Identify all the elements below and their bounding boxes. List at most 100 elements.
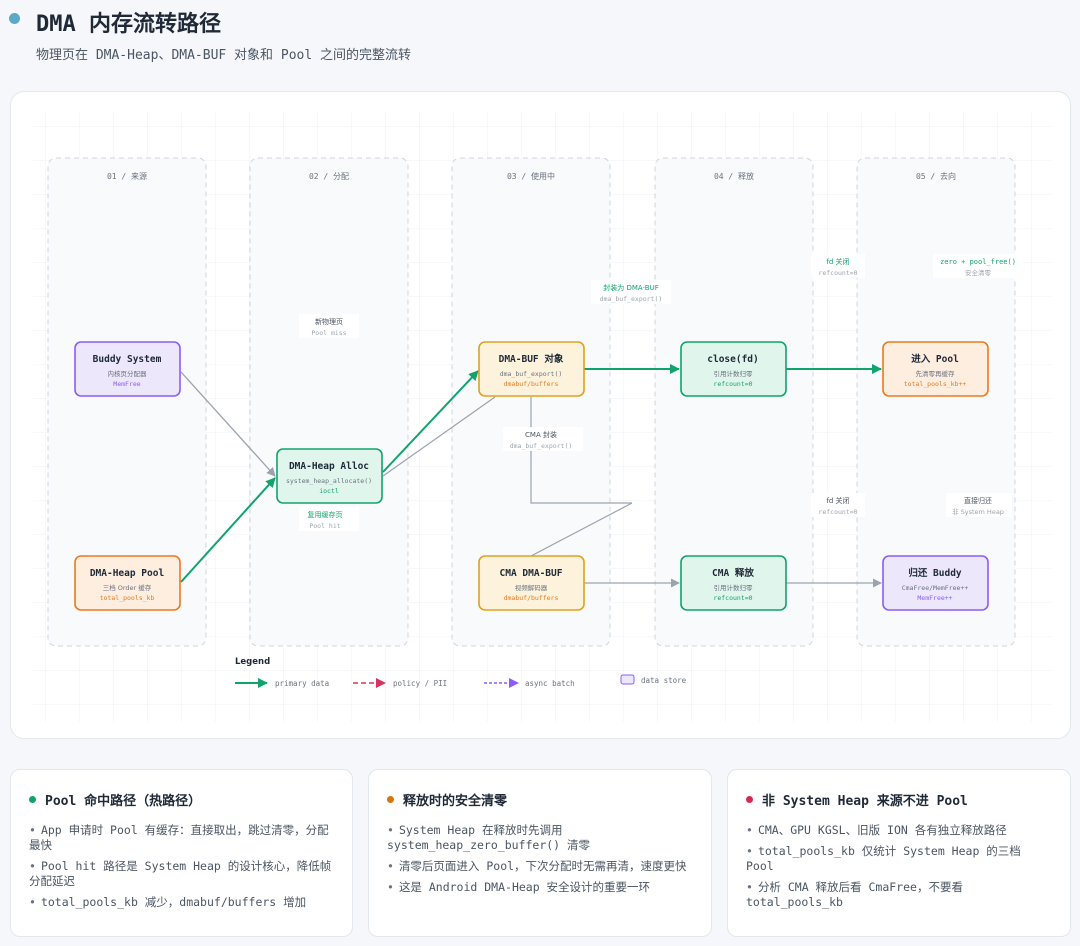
svg-text:Pool miss: Pool miss: [311, 329, 346, 337]
svg-text:视频解码器: 视频解码器: [515, 583, 548, 592]
page-subtitle: 物理页在 DMA-Heap、DMA-BUF 对象和 Pool 之间的完整流转: [36, 48, 412, 63]
column-05: 05 / 去向: [856, 157, 1016, 647]
column-label-02: 02 / 分配: [309, 172, 349, 181]
svg-text:refcount=0: refcount=0: [713, 594, 752, 602]
svg-text:CmaFree/MemFree++: CmaFree/MemFree++: [902, 584, 969, 592]
edge-label-new-page: 新物理页 Pool miss: [299, 314, 359, 338]
svg-text:归还 Buddy: 归还 Buddy: [908, 567, 962, 579]
svg-text:zero + pool_free(): zero + pool_free(): [940, 258, 1016, 266]
card-secure-zeroing: 释放时的安全清零 •System Heap 在释放时先调用 system_hea…: [368, 769, 712, 937]
svg-text:CMA 释放: CMA 释放: [712, 567, 754, 579]
svg-text:refcount=0: refcount=0: [818, 269, 857, 277]
legend-title: Legend: [235, 657, 270, 667]
svg-text:先清零再缓存: 先清零再缓存: [916, 369, 956, 378]
edge-alloc-to-dmabuf: [382, 370, 479, 473]
node-return-buddy: 归还 Buddy CmaFree/MemFree++ MemFree++: [882, 555, 989, 611]
svg-text:内核页分配器: 内核页分配器: [108, 369, 148, 378]
list-item: •App 申请时 Pool 有缓存：直接取出，跳过清零，分配最快: [29, 823, 329, 852]
list-item: •total_pools_kb 仅统计 System Heap 的三档 Pool: [746, 844, 1021, 873]
node-cma-release: CMA 释放 引用计数归零 refcount=0: [680, 555, 787, 611]
card-list: •CMA、GPU KGSL、旧版 ION 各有独立释放路径 •total_poo…: [746, 823, 1054, 910]
svg-text:MemFree++: MemFree++: [917, 594, 952, 602]
svg-text:安全清零: 安全清零: [965, 268, 992, 277]
svg-text:CMA DMA-BUF: CMA DMA-BUF: [500, 568, 563, 579]
svg-text:DMA-BUF 对象: DMA-BUF 对象: [499, 353, 564, 365]
svg-text:total_pools_kb++: total_pools_kb++: [904, 380, 967, 388]
card-pool-hit: Pool 命中路径（热路径） •App 申请时 Pool 有缓存：直接取出，跳过…: [10, 769, 353, 937]
node-close-fd: close(fd) 引用计数归零 refcount=0: [680, 341, 787, 397]
card-non-system-heap: 非 System Heap 来源不进 Pool •CMA、GPU KGSL、旧版…: [727, 769, 1071, 937]
edge-label-wrap: 封装为 DMA-BUF dma_buf_export(): [591, 280, 671, 304]
legend-policy-label: policy / PII: [393, 679, 447, 688]
legend-primary-label: primary data: [275, 679, 329, 688]
svg-text:Buddy System: Buddy System: [93, 354, 162, 365]
svg-text:封装为 DMA-BUF: 封装为 DMA-BUF: [603, 283, 659, 292]
svg-text:复用缓存页: 复用缓存页: [308, 510, 343, 519]
edge-label-direct-return: 直接归还 非 System Heap: [946, 493, 1012, 517]
legend-store-swatch: [620, 674, 635, 685]
diagram-panel: 01 / 来源 02 / 分配 03 / 使用中 04 / 释放 05 / 去向…: [10, 91, 1071, 739]
svg-text:DMA-Heap Alloc: DMA-Heap Alloc: [289, 461, 369, 472]
svg-text:total_pools_kb: total_pools_kb: [100, 594, 155, 602]
flow-diagram: 01 / 来源 02 / 分配 03 / 使用中 04 / 释放 05 / 去向…: [31, 112, 1052, 722]
svg-text:ioctl: ioctl: [319, 487, 339, 495]
svg-text:DMA-Heap Pool: DMA-Heap Pool: [90, 568, 165, 579]
edge-label-cma-wrap: CMA 封装 dma_buf_export(): [503, 427, 583, 451]
column-label-05: 05 / 去向: [916, 171, 956, 181]
column-02: 02 / 分配: [249, 157, 409, 647]
svg-text:进入 Pool: 进入 Pool: [911, 353, 959, 365]
column-04: 04 / 释放: [654, 157, 814, 647]
column-01: 01 / 来源: [47, 157, 207, 647]
header-dot: [9, 13, 20, 24]
svg-text:refcount=0: refcount=0: [818, 508, 857, 516]
list-item: •total_pools_kb 减少，dmabuf/buffers 增加: [29, 895, 307, 909]
svg-text:fd 关闭: fd 关闭: [826, 496, 849, 505]
list-item: •清零后页面进入 Pool，下次分配时无需再清，速度更快: [387, 859, 687, 873]
card-dot-orange: [387, 796, 394, 803]
svg-text:dma_buf_export(): dma_buf_export(): [600, 295, 663, 303]
column-label-03: 03 / 使用中: [507, 171, 555, 181]
svg-text:refcount=0: refcount=0: [713, 380, 752, 388]
legend-store-label: data store: [641, 676, 687, 685]
svg-text:close(fd): close(fd): [707, 354, 758, 365]
page-title: DMA 内存流转路径: [36, 12, 221, 37]
svg-text:Pool hit: Pool hit: [309, 522, 340, 530]
legend-async-label: async batch: [525, 679, 575, 688]
list-item: •这是 Android DMA-Heap 安全设计的重要一环: [387, 880, 651, 894]
card-title: Pool 命中路径（热路径）: [45, 794, 202, 809]
svg-text:非 System Heap: 非 System Heap: [952, 507, 1004, 516]
card-dot-red: [746, 796, 753, 803]
svg-text:新物理页: 新物理页: [315, 317, 343, 326]
edge-dmabuf-return-line: [382, 396, 496, 477]
svg-text:MemFree: MemFree: [113, 380, 140, 388]
svg-text:dmabuf/buffers: dmabuf/buffers: [504, 380, 559, 388]
svg-text:直接归还: 直接归还: [964, 496, 992, 505]
edge-cma-link: [530, 502, 633, 557]
list-item: •System Heap 在释放时先调用 system_heap_zero_bu…: [387, 823, 591, 852]
svg-text:dma_buf_export(): dma_buf_export(): [510, 442, 573, 450]
svg-text:CMA 封装: CMA 封装: [525, 430, 557, 439]
node-enter-pool: 进入 Pool 先清零再缓存 total_pools_kb++: [882, 341, 989, 397]
list-item: •CMA、GPU KGSL、旧版 ION 各有独立释放路径: [746, 823, 1007, 837]
edge-buddy-to-alloc: [180, 371, 276, 477]
edge-label-fd-close-bottom: fd 关闭 refcount=0: [811, 493, 865, 517]
svg-text:dma_buf_export(): dma_buf_export(): [500, 370, 563, 378]
column-label-04: 04 / 释放: [714, 171, 754, 181]
svg-text:system_heap_allocate(): system_heap_allocate(): [286, 477, 372, 485]
node-buddy-system: Buddy System 内核页分配器 MemFree: [74, 341, 181, 397]
legend: Legend primary data policy / PII async b…: [235, 657, 687, 688]
svg-text:引用计数归零: 引用计数归零: [714, 583, 754, 592]
svg-text:三档 Order 缓存: 三档 Order 缓存: [103, 583, 152, 592]
list-item: •Pool hit 路径是 System Heap 的设计核心，降低帧分配延迟: [29, 859, 332, 888]
node-dma-heap-pool: DMA-Heap Pool 三档 Order 缓存 total_pools_kb: [74, 555, 181, 611]
card-title: 非 System Heap 来源不进 Pool: [762, 794, 968, 809]
list-item: •分析 CMA 释放后看 CmaFree，不要看 total_pools_kb: [746, 880, 963, 909]
edge-label-reuse: 复用缓存页 Pool hit: [299, 507, 359, 531]
edge-label-fd-close-top: fd 关闭 refcount=0: [811, 254, 865, 278]
card-list: •App 申请时 Pool 有缓存：直接取出，跳过清零，分配最快 •Pool h…: [29, 823, 336, 910]
node-dma-buf: DMA-BUF 对象 dma_buf_export() dmabuf/buffe…: [478, 341, 585, 397]
card-list: •System Heap 在释放时先调用 system_heap_zero_bu…: [387, 823, 695, 895]
svg-text:dmabuf/buffers: dmabuf/buffers: [504, 594, 559, 602]
edge-label-zero-free: zero + pool_free() 安全清零: [933, 254, 1023, 278]
card-dot-green: [29, 796, 36, 803]
